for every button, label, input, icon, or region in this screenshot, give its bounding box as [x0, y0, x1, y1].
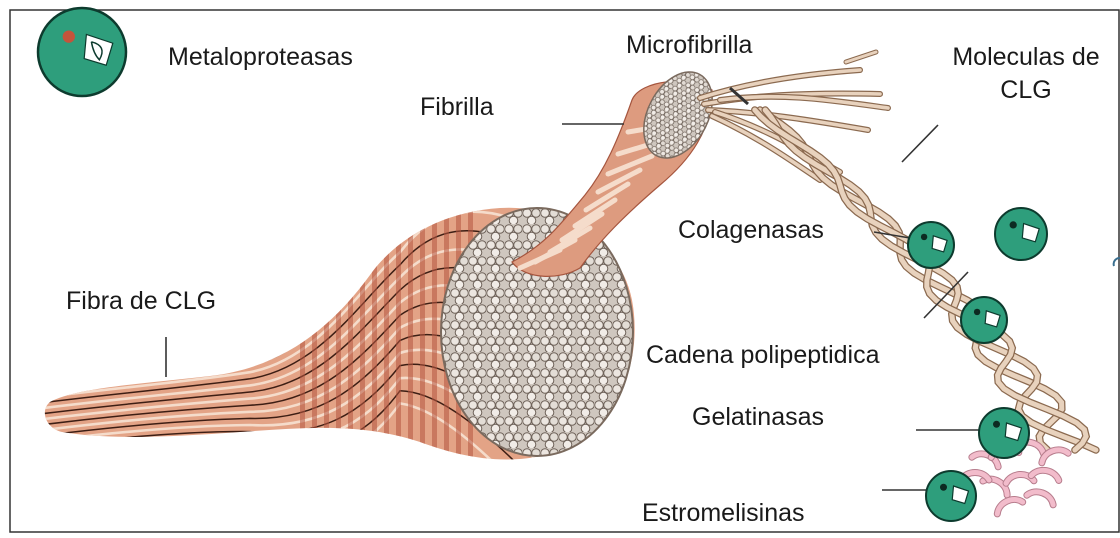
fragment	[994, 495, 1023, 514]
fiber-band	[324, 180, 329, 480]
leader-moleculas	[902, 125, 938, 162]
microfibril-fragment	[846, 52, 876, 62]
collagen-triple-helix	[755, 110, 1096, 450]
fiber-band	[432, 180, 437, 480]
enzyme-dot	[921, 234, 927, 240]
enzyme-body	[38, 8, 126, 96]
fiber-band	[360, 180, 365, 480]
fragment-fill	[994, 495, 1023, 514]
fiber-band	[300, 180, 305, 480]
enzyme-metaloproteasa-legend	[38, 8, 126, 96]
enzyme-colagenasa	[961, 297, 1007, 343]
enzyme-body	[908, 222, 954, 268]
enzyme-dot	[974, 309, 980, 315]
label-gelatinasas: Gelatinasas	[692, 402, 824, 432]
fragment	[1027, 488, 1056, 505]
label-microfibrilla: Microfibrilla	[626, 30, 752, 60]
enzyme-body	[979, 408, 1029, 458]
enzyme-dot	[940, 484, 947, 491]
label-estromelisinas: Estromelisinas	[642, 498, 805, 528]
enzyme-estromelisina	[926, 471, 976, 521]
fiber-band	[372, 180, 377, 480]
fiber-cross-section	[441, 208, 633, 456]
label-moleculas-line2: CLG	[938, 75, 1114, 105]
fiber-band	[348, 180, 353, 480]
enzyme-dot	[63, 30, 75, 42]
label-moleculas-line1: Moleculas de	[938, 42, 1114, 72]
enzyme-dot	[993, 421, 1000, 428]
fiber-band	[396, 180, 401, 480]
enzyme-body	[961, 297, 1007, 343]
label-cadena: Cadena polipeptidica	[646, 340, 880, 370]
enzyme-body	[926, 471, 976, 521]
enzyme-dot	[1010, 221, 1017, 228]
fiber-band	[336, 180, 341, 480]
fiber-band	[408, 180, 413, 480]
label-metaloproteasas: Metaloproteasas	[168, 42, 353, 72]
microfibril-strands	[700, 52, 888, 180]
label-fibrilla: Fibrilla	[420, 92, 494, 122]
enzyme-colagenasa	[908, 222, 954, 268]
fiber-band	[312, 180, 317, 480]
fiber-band	[384, 180, 389, 480]
enzyme-colagenasa	[995, 208, 1047, 260]
label-colagenasas: Colagenasas	[678, 215, 824, 245]
enzyme-gelatinasa	[979, 408, 1029, 458]
fiber-band	[420, 180, 425, 480]
enzyme-body	[995, 208, 1047, 260]
label-fibra: Fibra de CLG	[66, 286, 216, 316]
